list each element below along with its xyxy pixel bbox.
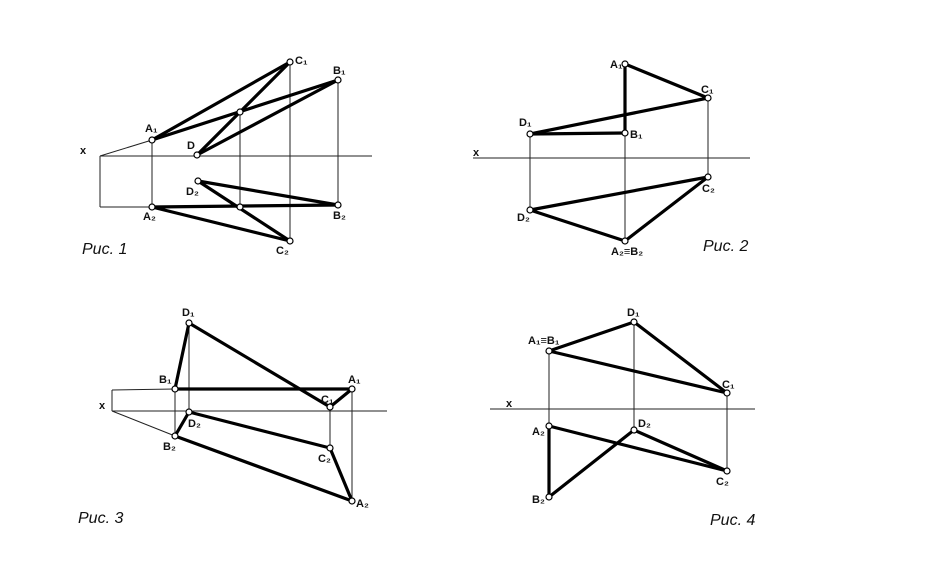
figure-3-labels: x D₁ B₁ A₁ C₁ D₂ B₂ C₂ A₂ Рис. 3 (78, 307, 369, 527)
figure-4-construction-lines (490, 322, 755, 497)
fig4-point-D1 (630, 318, 638, 326)
fig3-label-B1: B₁ (159, 374, 172, 386)
fig1-point-C2 (286, 237, 294, 245)
figure-3-points (171, 319, 356, 505)
fig2-point-D1 (526, 130, 534, 138)
fig4-label-D2: D₂ (638, 418, 651, 430)
fig2-point-A2B2 (621, 237, 629, 245)
fig1-label-C2: C₂ (276, 245, 289, 257)
fig2-axis-label: x (473, 147, 480, 159)
fig1-axis-label: x (80, 145, 87, 157)
fig1-point-C1 (286, 58, 294, 66)
fig2-label-A2B2: A₂≡B₂ (611, 246, 643, 258)
figure-2-points (526, 60, 712, 245)
fig3-caption: Рис. 3 (78, 510, 123, 527)
fig2-point-C1 (704, 94, 712, 102)
fig2-point-A1 (621, 60, 629, 68)
fig4-label-D1: D₁ (627, 307, 640, 319)
fig1-label-C1: C₁ (295, 55, 308, 67)
fig1-label-D2: D₂ (186, 186, 199, 198)
fig1-caption: Рис. 1 (82, 241, 127, 258)
fig3-point-C2 (326, 444, 334, 452)
figure-3: x D₁ B₁ A₁ C₁ D₂ B₂ C₂ A₂ Рис. 3 (78, 307, 387, 527)
fig2-label-D1: D₁ (519, 117, 532, 129)
fig4-point-B2 (545, 493, 553, 501)
fig1-label-D: D (187, 140, 195, 152)
figure-1-segments (150, 60, 340, 243)
fig4-point-D2 (630, 426, 638, 434)
fig1-point-B1 (334, 76, 342, 84)
fig4-label-A1B1: A₁≡B₁ (528, 335, 560, 347)
fig1-point-B2 (334, 201, 342, 209)
fig1-label-B1: B₁ (333, 65, 346, 77)
fig3-point-A1 (348, 385, 356, 393)
figure-2: x A₁ C₁ D₁ B₁ C₂ D₂ A₂≡B₂ Рис. 2 (473, 59, 750, 258)
fig3-label-A2: A₂ (356, 498, 369, 510)
figure-2-labels: x A₁ C₁ D₁ B₁ C₂ D₂ A₂≡B₂ Рис. 2 (473, 59, 748, 258)
fig2-label-C1: C₁ (701, 84, 714, 96)
fig2-caption: Рис. 2 (703, 238, 748, 255)
figure-1: x A₁ C₁ B₁ D D₂ A₂ B₂ C₂ Рис. 1 (80, 55, 372, 258)
fig1-label-A2: A₂ (143, 211, 156, 223)
fig4-axis-label: x (506, 398, 513, 410)
fig3-label-B2: B₂ (163, 441, 176, 453)
figure-1-points (148, 58, 342, 245)
figure-4: x D₁ A₁≡B₁ C₁ A₂ D₂ C₂ B₂ Рис. 4 (490, 307, 755, 529)
fig3-label-C2: C₂ (318, 453, 331, 465)
figure-1-labels: x A₁ C₁ B₁ D D₂ A₂ B₂ C₂ Рис. 1 (80, 55, 346, 258)
figure-3-construction-lines (111, 323, 387, 501)
fig3-label-A1: A₁ (348, 374, 361, 386)
fig4-label-B2: B₂ (532, 494, 545, 506)
fig3-point-A2 (348, 497, 356, 505)
fig4-point-C1 (723, 389, 731, 397)
fig4-caption: Рис. 4 (710, 512, 755, 529)
fig1-point-A1 (148, 136, 156, 144)
fig1-point-A2 (148, 203, 156, 211)
fig4-label-C2: C₂ (716, 476, 729, 488)
fig4-point-A1B1 (545, 347, 553, 355)
figure-4-segments (547, 320, 729, 499)
fig3-label-D1: D₁ (182, 307, 195, 319)
fig4-point-A2 (545, 422, 553, 430)
fig3-point-D2 (185, 408, 193, 416)
fig1-label-B2: B₂ (333, 210, 346, 222)
fig2-label-B1: B₁ (630, 129, 643, 141)
fig1-point-D (193, 151, 201, 159)
fig3-point-B1 (171, 385, 179, 393)
fig2-point-D2 (526, 206, 534, 214)
fig1-point-intersection-top (236, 108, 244, 116)
fig3-label-C1: C₁ (321, 394, 334, 406)
fig3-label-D2: D₂ (188, 418, 201, 430)
fig2-label-C2: C₂ (702, 183, 715, 195)
figure-2-segments (528, 62, 710, 243)
fig3-point-C1 (326, 403, 334, 411)
fig4-label-A2: A₂ (532, 426, 545, 438)
fig2-label-A1: A₁ (610, 59, 623, 71)
fig3-point-D1 (185, 319, 193, 327)
figure-4-labels: x D₁ A₁≡B₁ C₁ A₂ D₂ C₂ B₂ Рис. 4 (506, 307, 755, 529)
fig1-label-A1: A₁ (145, 123, 158, 135)
fig1-point-intersection-bottom (236, 203, 244, 211)
fig2-point-B1 (621, 129, 629, 137)
fig3-point-B2 (171, 432, 179, 440)
figure-2-construction-lines (473, 98, 750, 241)
fig1-point-D2 (194, 177, 202, 185)
fig2-point-C2 (704, 173, 712, 181)
figure-4-points (545, 318, 731, 501)
figure-1-construction-lines (99, 62, 372, 241)
figure-3-segments (173, 321, 354, 503)
fig4-label-C1: C₁ (722, 379, 735, 391)
fig3-axis-label: x (99, 400, 106, 412)
fig4-point-C2 (723, 467, 731, 475)
fig2-label-D2: D₂ (517, 212, 530, 224)
